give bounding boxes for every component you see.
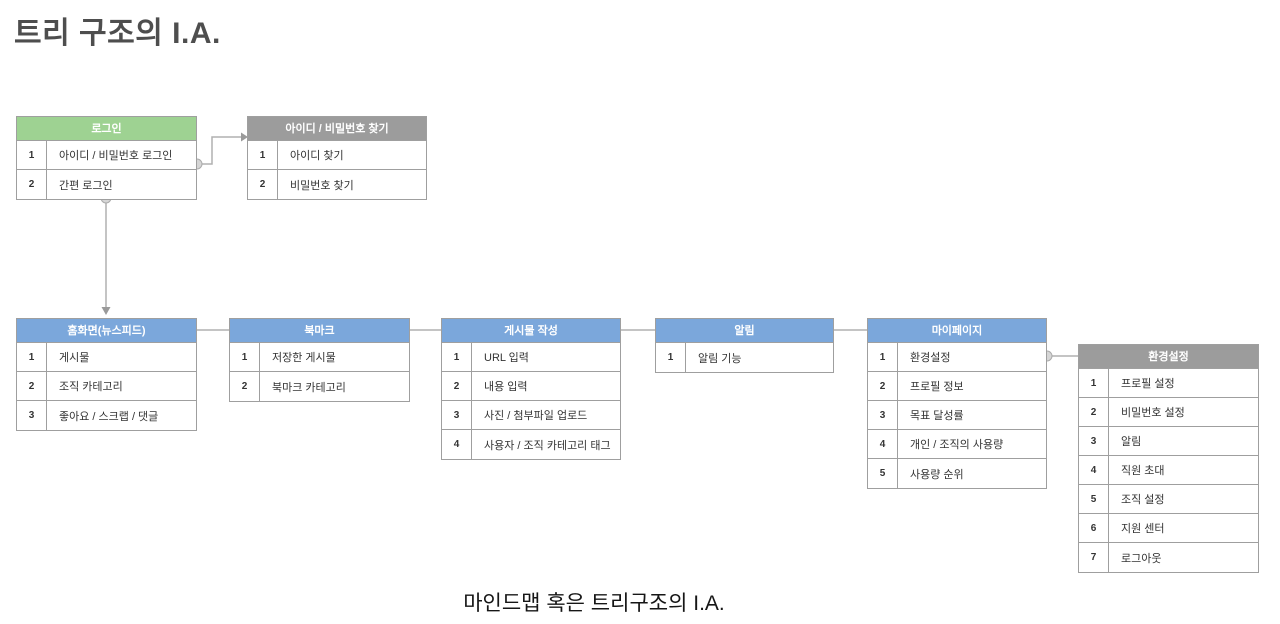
- node-row: 1 환경설정: [868, 343, 1046, 372]
- node-title: 홈화면(뉴스피드): [17, 319, 196, 343]
- node-row: 1 URL 입력: [442, 343, 620, 372]
- row-label: 로그아웃: [1121, 552, 1162, 565]
- row-number: 3: [17, 401, 47, 430]
- row-number: 2: [17, 170, 47, 199]
- row-label: 아이디 / 비밀번호 로그인: [59, 150, 173, 162]
- row-label: 비밀번호 설정: [1121, 407, 1185, 419]
- row-label: 알림 기능: [698, 352, 742, 365]
- row-label: 조직 카테고리: [59, 381, 123, 393]
- row-number: 4: [868, 430, 898, 458]
- node-row: 1 게시물: [17, 343, 196, 372]
- row-number: 6: [1079, 514, 1109, 542]
- row-number: 5: [1079, 485, 1109, 513]
- node-row: 3 좋아요 / 스크랩 / 댓글: [17, 401, 196, 430]
- node-row: 1 아이디 / 비밀번호 로그인: [17, 141, 196, 170]
- row-label: 아이디 찾기: [290, 150, 344, 162]
- node-title: 알림: [656, 319, 833, 343]
- node-title: 환경설정: [1079, 345, 1258, 369]
- row-number: 7: [1079, 543, 1109, 572]
- row-number: 1: [17, 343, 47, 371]
- node-row: 2 비밀번호 찾기: [248, 170, 426, 199]
- row-number: 1: [442, 343, 472, 371]
- node-row: 4 직원 초대: [1079, 456, 1258, 485]
- row-number: 2: [868, 372, 898, 400]
- row-label: 조직 설정: [1121, 494, 1165, 506]
- row-label: 저장한 게시물: [272, 352, 336, 364]
- node-row: 2 프로필 정보: [868, 372, 1046, 401]
- row-number: 3: [442, 401, 472, 429]
- arrowhead-down-icon: [101, 307, 111, 315]
- node-row: 5 조직 설정: [1079, 485, 1258, 514]
- page-title: 트리 구조의 I.A.: [14, 17, 221, 50]
- row-number: 2: [442, 372, 472, 400]
- row-number: 5: [868, 459, 898, 488]
- node-row: 3 목표 달성률: [868, 401, 1046, 430]
- row-number: 2: [248, 170, 278, 199]
- node-row: 3 알림: [1079, 427, 1258, 456]
- ia-node-home-newsfeed: 홈화면(뉴스피드)1 게시물 2 조직 카테고리 3 좋아요 / 스크랩 / 댓글: [16, 318, 197, 431]
- row-number: 1: [230, 343, 260, 371]
- row-number: 2: [1079, 398, 1109, 426]
- row-label: 사용량 순위: [910, 468, 964, 481]
- node-title: 로그인: [17, 117, 196, 141]
- node-title: 게시물 작성: [442, 319, 620, 343]
- row-label: 사진 / 첨부파일 업로드: [484, 410, 588, 422]
- row-label: 간편 로그인: [59, 179, 113, 192]
- row-number: 1: [17, 141, 47, 169]
- caption: 마인드맵 혹은 트리구조의 I.A.: [463, 592, 725, 615]
- row-label: 개인 / 조직의 사용량: [910, 439, 1004, 451]
- row-number: 4: [442, 430, 472, 459]
- row-label: 비밀번호 찾기: [290, 179, 354, 192]
- row-label: 직원 초대: [1121, 465, 1165, 477]
- row-label: 프로필 설정: [1121, 378, 1175, 390]
- row-label: 환경설정: [910, 352, 951, 364]
- row-label: 북마크 카테고리: [272, 381, 346, 394]
- node-row: 4 개인 / 조직의 사용량: [868, 430, 1046, 459]
- node-row: 3 사진 / 첨부파일 업로드: [442, 401, 620, 430]
- row-label: 목표 달성률: [910, 410, 964, 422]
- row-number: 4: [1079, 456, 1109, 484]
- row-number: 1: [1079, 369, 1109, 397]
- node-row: 2 조직 카테고리: [17, 372, 196, 401]
- row-number: 2: [17, 372, 47, 400]
- row-label: 사용자 / 조직 카테고리 태그: [484, 439, 611, 452]
- row-label: 내용 입력: [484, 381, 528, 393]
- node-row: 1 알림 기능: [656, 343, 833, 372]
- node-row: 7 로그아웃: [1079, 543, 1258, 572]
- connector-login-to-find: [197, 136, 241, 165]
- node-row: 5 사용량 순위: [868, 459, 1046, 488]
- row-label: 알림: [1121, 436, 1142, 448]
- node-row: 6 지원 센터: [1079, 514, 1258, 543]
- row-number: 1: [248, 141, 278, 169]
- row-label: 프로필 정보: [910, 381, 964, 393]
- row-label: 게시물: [59, 352, 90, 364]
- row-label: 좋아요 / 스크랩 / 댓글: [59, 410, 159, 423]
- node-row: 2 간편 로그인: [17, 170, 196, 199]
- node-title: 북마크: [230, 319, 409, 343]
- node-row: 2 북마크 카테고리: [230, 372, 409, 401]
- row-number: 3: [868, 401, 898, 429]
- node-row: 1 저장한 게시물: [230, 343, 409, 372]
- node-row: 4 사용자 / 조직 카테고리 태그: [442, 430, 620, 459]
- row-number: 2: [230, 372, 260, 401]
- row-label: URL 입력: [484, 352, 529, 364]
- node-row: 2 내용 입력: [442, 372, 620, 401]
- row-number: 3: [1079, 427, 1109, 455]
- node-row: 1 아이디 찾기: [248, 141, 426, 170]
- node-title: 마이페이지: [868, 319, 1046, 343]
- row-number: 1: [656, 343, 686, 372]
- row-number: 1: [868, 343, 898, 371]
- node-row: 2 비밀번호 설정: [1079, 398, 1258, 427]
- node-title: 아이디 / 비밀번호 찾기: [248, 117, 426, 141]
- node-row: 1 프로필 설정: [1079, 369, 1258, 398]
- row-label: 지원 센터: [1121, 523, 1165, 535]
